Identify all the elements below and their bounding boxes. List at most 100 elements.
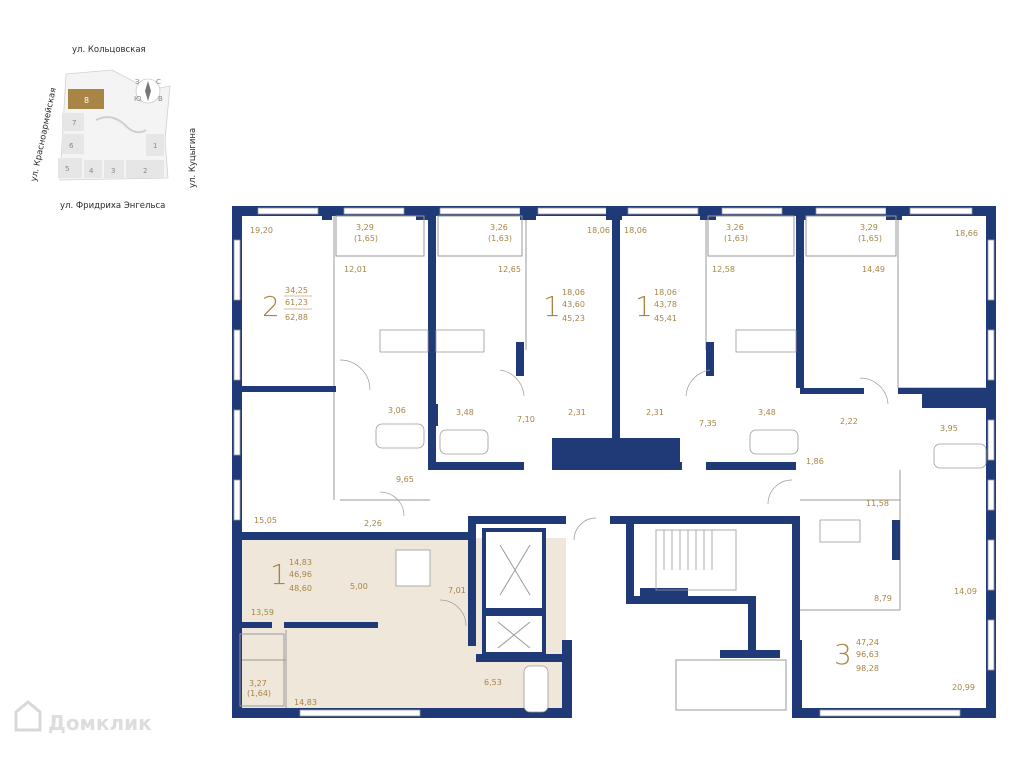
section-7-label: 7 [72,119,76,127]
total-area-2: 48,60 [289,584,312,593]
rooms-count: 1 [270,558,288,591]
room-area: 19,20 [250,226,273,235]
section-2-label: 2 [143,167,147,175]
room-area: 7,35 [699,419,717,428]
total-area-2: 45,23 [562,314,585,323]
apartment-2-room[interactable]: 2 34,25 61,23 62,88 [262,286,312,323]
section-5-label: 5 [65,165,69,173]
room-area: 2,22 [840,417,858,426]
room-area: 12,58 [712,265,735,274]
living-area: 34,25 [285,286,308,295]
room-area: 15,05 [254,516,277,525]
apartment-1-room-a[interactable]: 1 18,06 43,60 45,23 [543,288,585,323]
total-area: 96,63 [856,650,879,659]
compass-e: В [158,95,163,103]
room-area: 2,31 [646,408,664,417]
section-2 [126,160,164,178]
room-area: 7,10 [517,415,535,424]
room-area: 18,06 [587,226,610,235]
street-west: ул. Красноармейская [29,87,59,183]
room-area: 20,99 [952,683,975,692]
room-area: 1,86 [806,457,824,466]
room-area: 5,00 [350,582,368,591]
site-path [95,116,147,134]
room-area: 6,53 [484,678,502,687]
section-8-highlight [68,89,104,109]
building-plan [232,206,996,718]
street-east: ул. Куцыгина [188,128,198,188]
street-south: ул. Фридриха Энгельса [60,201,165,211]
room-area: 7,01 [448,586,466,595]
living-area: 14,83 [289,558,312,567]
inner-walls [236,206,994,662]
room-area: 3,27 [249,679,267,688]
rooms-count: 3 [834,638,852,671]
house-logo-icon [14,700,42,732]
section-3-label: 3 [111,167,115,175]
room-area: 12,01 [344,265,367,274]
total-area-2: 62,88 [285,313,308,322]
elevator-shafts [482,528,546,656]
room-area: 3,48 [758,408,776,417]
door-swings [339,359,889,627]
section-8-label: 8 [84,96,89,105]
street-north: ул. Кольцовская [72,45,146,55]
room-area: 14,09 [954,587,977,596]
site-map: ул. Кольцовская ул. Красноармейская ул. … [29,45,198,211]
section-7 [62,113,84,131]
section-4 [84,160,102,178]
living-area: 47,24 [856,638,879,647]
room-area: (1,64) [247,689,271,698]
compass-s: Ю [134,95,142,103]
windows [233,207,995,717]
room-area: 9,65 [396,475,414,484]
room-area: 3,29 [356,223,374,232]
kitchen-units [379,329,861,587]
room-area: 13,59 [251,608,274,617]
room-area: 11,58 [866,499,889,508]
section-1-label: 1 [153,142,157,150]
section-6-label: 6 [69,142,74,150]
rooms-count: 2 [262,290,280,323]
room-area: 3,48 [456,408,474,417]
room-areas: 19,20 3,29 (1,65) 12,01 3,26 (1,63) 12,6… [247,223,978,707]
bathtubs [375,423,987,713]
apartment-1-room-c[interactable]: 1 14,83 46,96 48,60 [270,558,312,593]
room-area: 3,29 [860,223,878,232]
room-area: 8,79 [874,594,892,603]
apartment-1-room-b[interactable]: 1 18,06 43,78 45,41 [635,288,677,323]
room-area: 14,83 [294,698,317,707]
section-1 [146,134,164,156]
watermark-text: Домклик [48,711,152,735]
total-area-2: 98,28 [856,664,879,673]
room-area: 2,26 [364,519,382,528]
living-area: 18,06 [562,288,585,297]
room-area: 18,06 [624,226,647,235]
balconies [239,215,897,711]
room-area: 2,31 [568,408,586,417]
staircase [655,529,737,591]
room-area: 3,26 [726,223,744,232]
section-6 [62,134,84,154]
room-area: (1,65) [354,234,378,243]
watermark: Домклик [14,700,152,735]
room-area: (1,63) [724,234,748,243]
living-area: 18,06 [654,288,677,297]
room-area: 18,66 [955,229,978,238]
room-area: 3,26 [490,223,508,232]
rooms-count: 1 [543,290,561,323]
compass-n: С [156,78,161,86]
room-area: (1,63) [488,234,512,243]
total-area: 46,96 [289,570,312,579]
total-area: 43,78 [654,300,677,309]
total-area: 43,60 [562,300,585,309]
rooms-count: 1 [635,290,653,323]
total-area: 61,23 [285,298,308,307]
total-area-2: 45,41 [654,314,677,323]
apartment-3-room[interactable]: 3 47,24 96,63 98,28 [834,638,879,673]
section-3 [104,160,124,178]
room-area: 3,06 [388,406,406,415]
room-area: 3,95 [940,424,958,433]
section-4-label: 4 [89,167,94,175]
